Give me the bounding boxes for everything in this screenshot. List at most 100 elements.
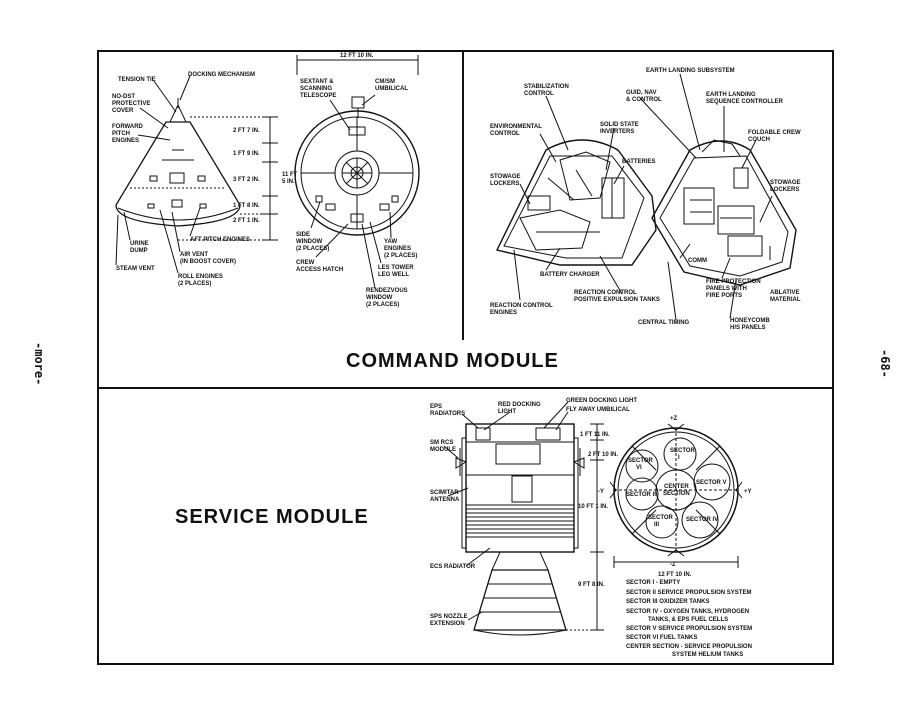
label-yaw-3: (2 PLACES) bbox=[384, 253, 417, 259]
label-stowage-left-1: STOWAGE bbox=[490, 174, 521, 180]
label-environmental-2: CONTROL bbox=[490, 131, 520, 137]
cm-exterior-drawing bbox=[115, 75, 278, 274]
label-foldable-couch-2: COUCH bbox=[748, 137, 770, 143]
label-sector-1a: SECTOR bbox=[670, 448, 696, 454]
label-crew-hatch-2: ACCESS HATCH bbox=[296, 267, 343, 273]
service-module-title: SERVICE MODULE bbox=[175, 506, 369, 528]
label-les-1: LES TOWER bbox=[378, 265, 414, 271]
label-sextant-1: SEXTANT & bbox=[300, 79, 334, 85]
label-central-timing: CENTRAL TIMING bbox=[638, 320, 690, 326]
label-nozzle-2: EXTENSION bbox=[430, 621, 465, 627]
figure-frame bbox=[97, 50, 834, 665]
dim-sm-3: 10 FT 1 IN. bbox=[578, 504, 608, 510]
dim-cm-5: 2 FT 1 IN. bbox=[233, 218, 260, 224]
label-side-window-3: (2 PLACES) bbox=[296, 246, 329, 252]
label-rendezvous-3: (2 PLACES) bbox=[366, 302, 399, 308]
label-guid-nav-2: & CONTROL bbox=[626, 97, 662, 103]
label-yaw-1: YAW bbox=[384, 239, 397, 245]
label-roll-2: (2 PLACES) bbox=[178, 281, 211, 287]
legend-line-1: SECTOR I - EMPTY bbox=[626, 580, 680, 586]
legend-line-4: SECTOR IV - OXYGEN TANKS, HYDROGEN bbox=[626, 609, 749, 615]
label-sextant-2: SCANNING bbox=[300, 86, 332, 92]
label-stabilization-1: STABILIZATION bbox=[524, 84, 569, 90]
label-sector-3a: SECTOR bbox=[648, 515, 674, 521]
legend-line-2: SECTOR II SERVICE PROPULSION SYSTEM bbox=[626, 590, 751, 596]
label-sector-6b: VI bbox=[636, 465, 642, 471]
label-fly-away: FLY AWAY UMBILICAL bbox=[566, 407, 630, 413]
label-solid-state-1: SOLID STATE bbox=[600, 122, 639, 128]
sm-top-view-drawing bbox=[609, 423, 743, 568]
label-plus-z: +Z bbox=[670, 416, 678, 422]
label-minus-z: -Z bbox=[670, 562, 676, 568]
label-center-2: SECTION bbox=[663, 491, 690, 497]
label-sector-4: SECTOR IV bbox=[686, 517, 718, 523]
label-rc-tanks-2: POSITIVE EXPULSION TANKS bbox=[574, 297, 660, 303]
label-nozzle-1: SPS NOZZLE bbox=[430, 614, 468, 620]
label-scimitar-1: SCIMITAR bbox=[430, 490, 459, 496]
label-stowage-right-2: LOCKERS bbox=[770, 187, 799, 193]
label-urine-2: DUMP bbox=[130, 248, 148, 254]
label-ablative-1: ABLATIVE bbox=[770, 290, 800, 296]
label-side-window-2: WINDOW bbox=[296, 239, 323, 245]
dim-cm-3: 3 FT 2 IN. bbox=[233, 177, 260, 183]
label-yaw-2: ENGINES bbox=[384, 246, 411, 252]
label-solid-state-2: INVERTERS bbox=[600, 129, 634, 135]
label-stowage-right-1: STOWAGE bbox=[770, 180, 801, 186]
dim-cm-4: 1 FT 8 IN. bbox=[233, 203, 260, 209]
legend-line-8: CENTER SECTION - SERVICE PROPULSION bbox=[626, 644, 752, 650]
label-roll-1: ROLL ENGINES bbox=[178, 274, 223, 280]
label-sector-3b: III bbox=[654, 522, 659, 528]
dim-sm-2: 2 FT 10 IN. bbox=[588, 452, 618, 458]
dim-sm-width: 12 FT 10 IN. bbox=[658, 572, 692, 578]
label-no-dst-1: NO-DST bbox=[112, 94, 135, 100]
dim-cm-1: 2 FT 7 IN. bbox=[233, 128, 260, 134]
label-honeycomb-2: H/S PANELS bbox=[730, 325, 766, 331]
label-rendezvous-1: RENDEZVOUS bbox=[366, 288, 408, 294]
label-stowage-left-2: LOCKERS bbox=[490, 181, 519, 187]
label-air-vent-2: (IN BOOST COVER) bbox=[180, 259, 236, 265]
label-air-vent-1: AIR VENT bbox=[180, 252, 208, 258]
label-red-light-1: RED DOCKING bbox=[498, 402, 541, 408]
legend-line-3: SECTOR III OXIDIZER TANKS bbox=[626, 599, 709, 605]
label-green-light: GREEN DOCKING LIGHT bbox=[566, 398, 637, 404]
dim-sm-1: 1 FT 11 IN. bbox=[580, 432, 610, 438]
label-side-window-1: SIDE bbox=[296, 232, 310, 238]
label-minus-y: -Y bbox=[598, 489, 604, 495]
label-stabilization-2: CONTROL bbox=[524, 91, 554, 97]
label-fire-protection-1: FIRE PROTECTION bbox=[706, 279, 761, 285]
label-crew-hatch-1: CREW bbox=[296, 260, 315, 266]
label-sextant-3: TELESCOPE bbox=[300, 93, 336, 99]
label-batteries: BATTERIES bbox=[622, 159, 656, 165]
legend-line-5: TANKS, & EPS FUEL CELLS bbox=[648, 617, 728, 623]
label-aft-pitch: AFT PITCH ENGINES bbox=[190, 237, 250, 243]
label-sm-rcs-2: MODULE bbox=[430, 447, 456, 453]
label-honeycomb-1: HONEYCOMB bbox=[730, 318, 770, 324]
dim-cm-width: 12 FT 10 IN. bbox=[340, 53, 374, 59]
label-scimitar-2: ANTENNA bbox=[430, 497, 460, 503]
cm-top-view-drawing bbox=[294, 55, 420, 289]
label-ablative-2: MATERIAL bbox=[770, 297, 801, 303]
label-environmental-1: ENVIRONMENTAL bbox=[490, 124, 542, 130]
label-eps-2: RADIATORS bbox=[430, 411, 465, 417]
label-eps-1: EPS bbox=[430, 404, 442, 410]
label-earth-landing-subsystem: EARTH LANDING SUBSYSTEM bbox=[646, 68, 735, 74]
label-sector-1b: I bbox=[678, 455, 680, 461]
vertical-divider bbox=[462, 50, 464, 340]
label-comm: COMM bbox=[688, 258, 707, 264]
cm-interior-drawing bbox=[495, 73, 797, 321]
label-les-2: LEG WELL bbox=[378, 272, 409, 278]
label-fire-protection-2: PANELS WITH bbox=[706, 286, 747, 292]
dim-cm-2: 1 FT 9 IN. bbox=[233, 151, 260, 157]
label-reaction-control-1: REACTION CONTROL bbox=[490, 303, 553, 309]
label-steam-vent: STEAM VENT bbox=[116, 266, 155, 272]
dim-cm-total-2: 5 IN. bbox=[282, 179, 295, 185]
label-forward-2: PITCH bbox=[112, 131, 130, 137]
label-umbilical-2: UMBILICAL bbox=[375, 86, 408, 92]
label-sector-2: SECTOR II bbox=[626, 492, 656, 498]
dim-cm-total-1: 11 FT bbox=[282, 172, 298, 178]
label-forward-1: FORWARD bbox=[112, 124, 144, 130]
label-forward-3: ENGINES bbox=[112, 138, 139, 144]
label-sector-6a: SECTOR bbox=[628, 458, 654, 464]
label-no-dst-3: COVER bbox=[112, 108, 134, 114]
